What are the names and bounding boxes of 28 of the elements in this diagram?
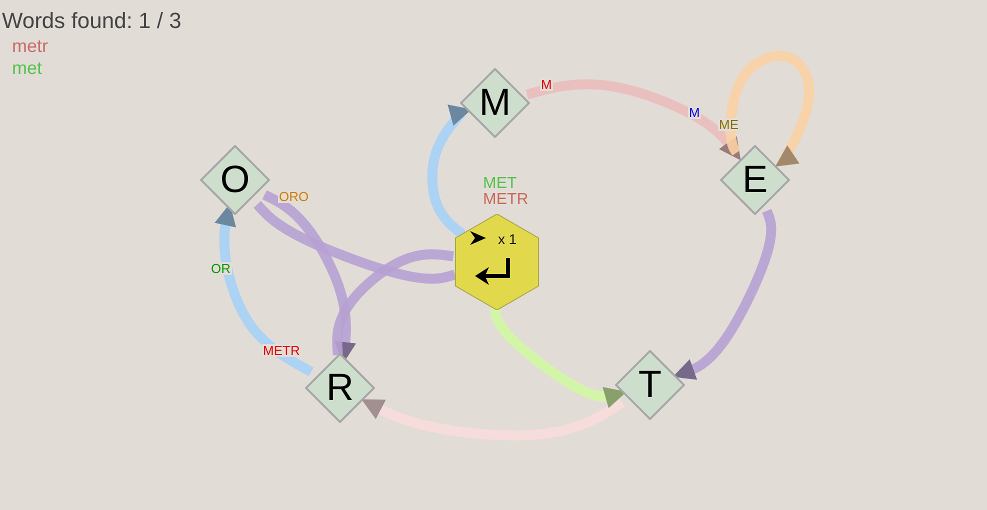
score-title: Words found: 1 / 3: [2, 10, 182, 32]
edge-label: OR: [210, 262, 232, 275]
node-letter: T: [638, 366, 662, 404]
letter-diamond: [720, 145, 790, 215]
node-letter: O: [220, 161, 250, 199]
found-word: metr: [12, 37, 48, 55]
connector-track: [672, 209, 776, 380]
connector-track: [332, 249, 454, 356]
connector-track: [726, 50, 814, 167]
letter-diamond: [305, 353, 375, 423]
edge-label: ME: [718, 118, 740, 131]
word-text: METR: [483, 192, 528, 208]
connector-track: [526, 79, 741, 160]
count-text: x 1: [498, 232, 517, 246]
node-letter: E: [742, 161, 768, 199]
node-letter: R: [326, 369, 354, 407]
word-text: MET: [483, 176, 517, 192]
connector-track: [254, 201, 456, 284]
found-word: met: [12, 59, 42, 77]
edge-label: ORO: [278, 190, 310, 203]
letter-diamond: [200, 145, 270, 215]
arrow-tag: METR: [262, 344, 301, 357]
letter-diamond: [460, 68, 530, 138]
connector-track: [361, 398, 625, 440]
edge-label: M: [540, 78, 553, 91]
arrow-tag: M: [688, 106, 701, 119]
letter-diamond: [615, 350, 685, 420]
node-letter: M: [479, 84, 511, 122]
